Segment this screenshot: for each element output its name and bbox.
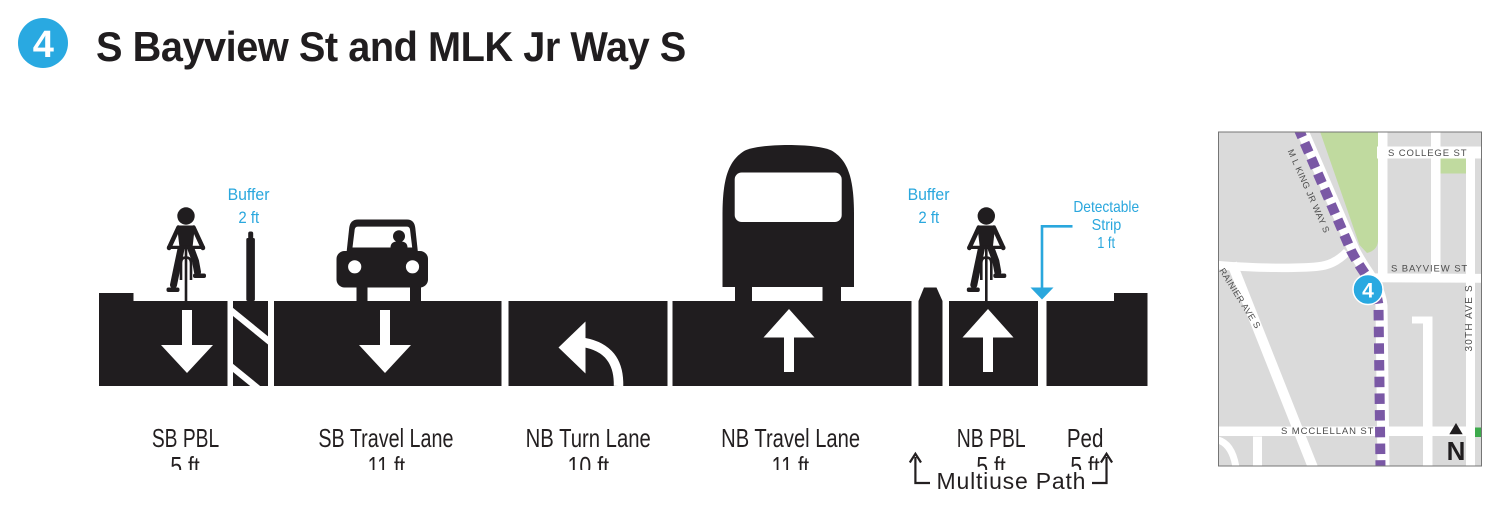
svg-text:4: 4 [1362,279,1374,302]
svg-text:30TH AVE S: 30TH AVE S [1464,284,1475,351]
svg-text:S BAYVIEW ST: S BAYVIEW ST [1391,264,1468,275]
svg-text:N: N [1447,436,1466,466]
svg-text:S MCCLELLAN ST: S MCCLELLAN ST [1281,426,1374,437]
svg-text:S COLLEGE ST: S COLLEGE ST [1388,148,1467,159]
svg-text:4: 4 [33,24,54,66]
